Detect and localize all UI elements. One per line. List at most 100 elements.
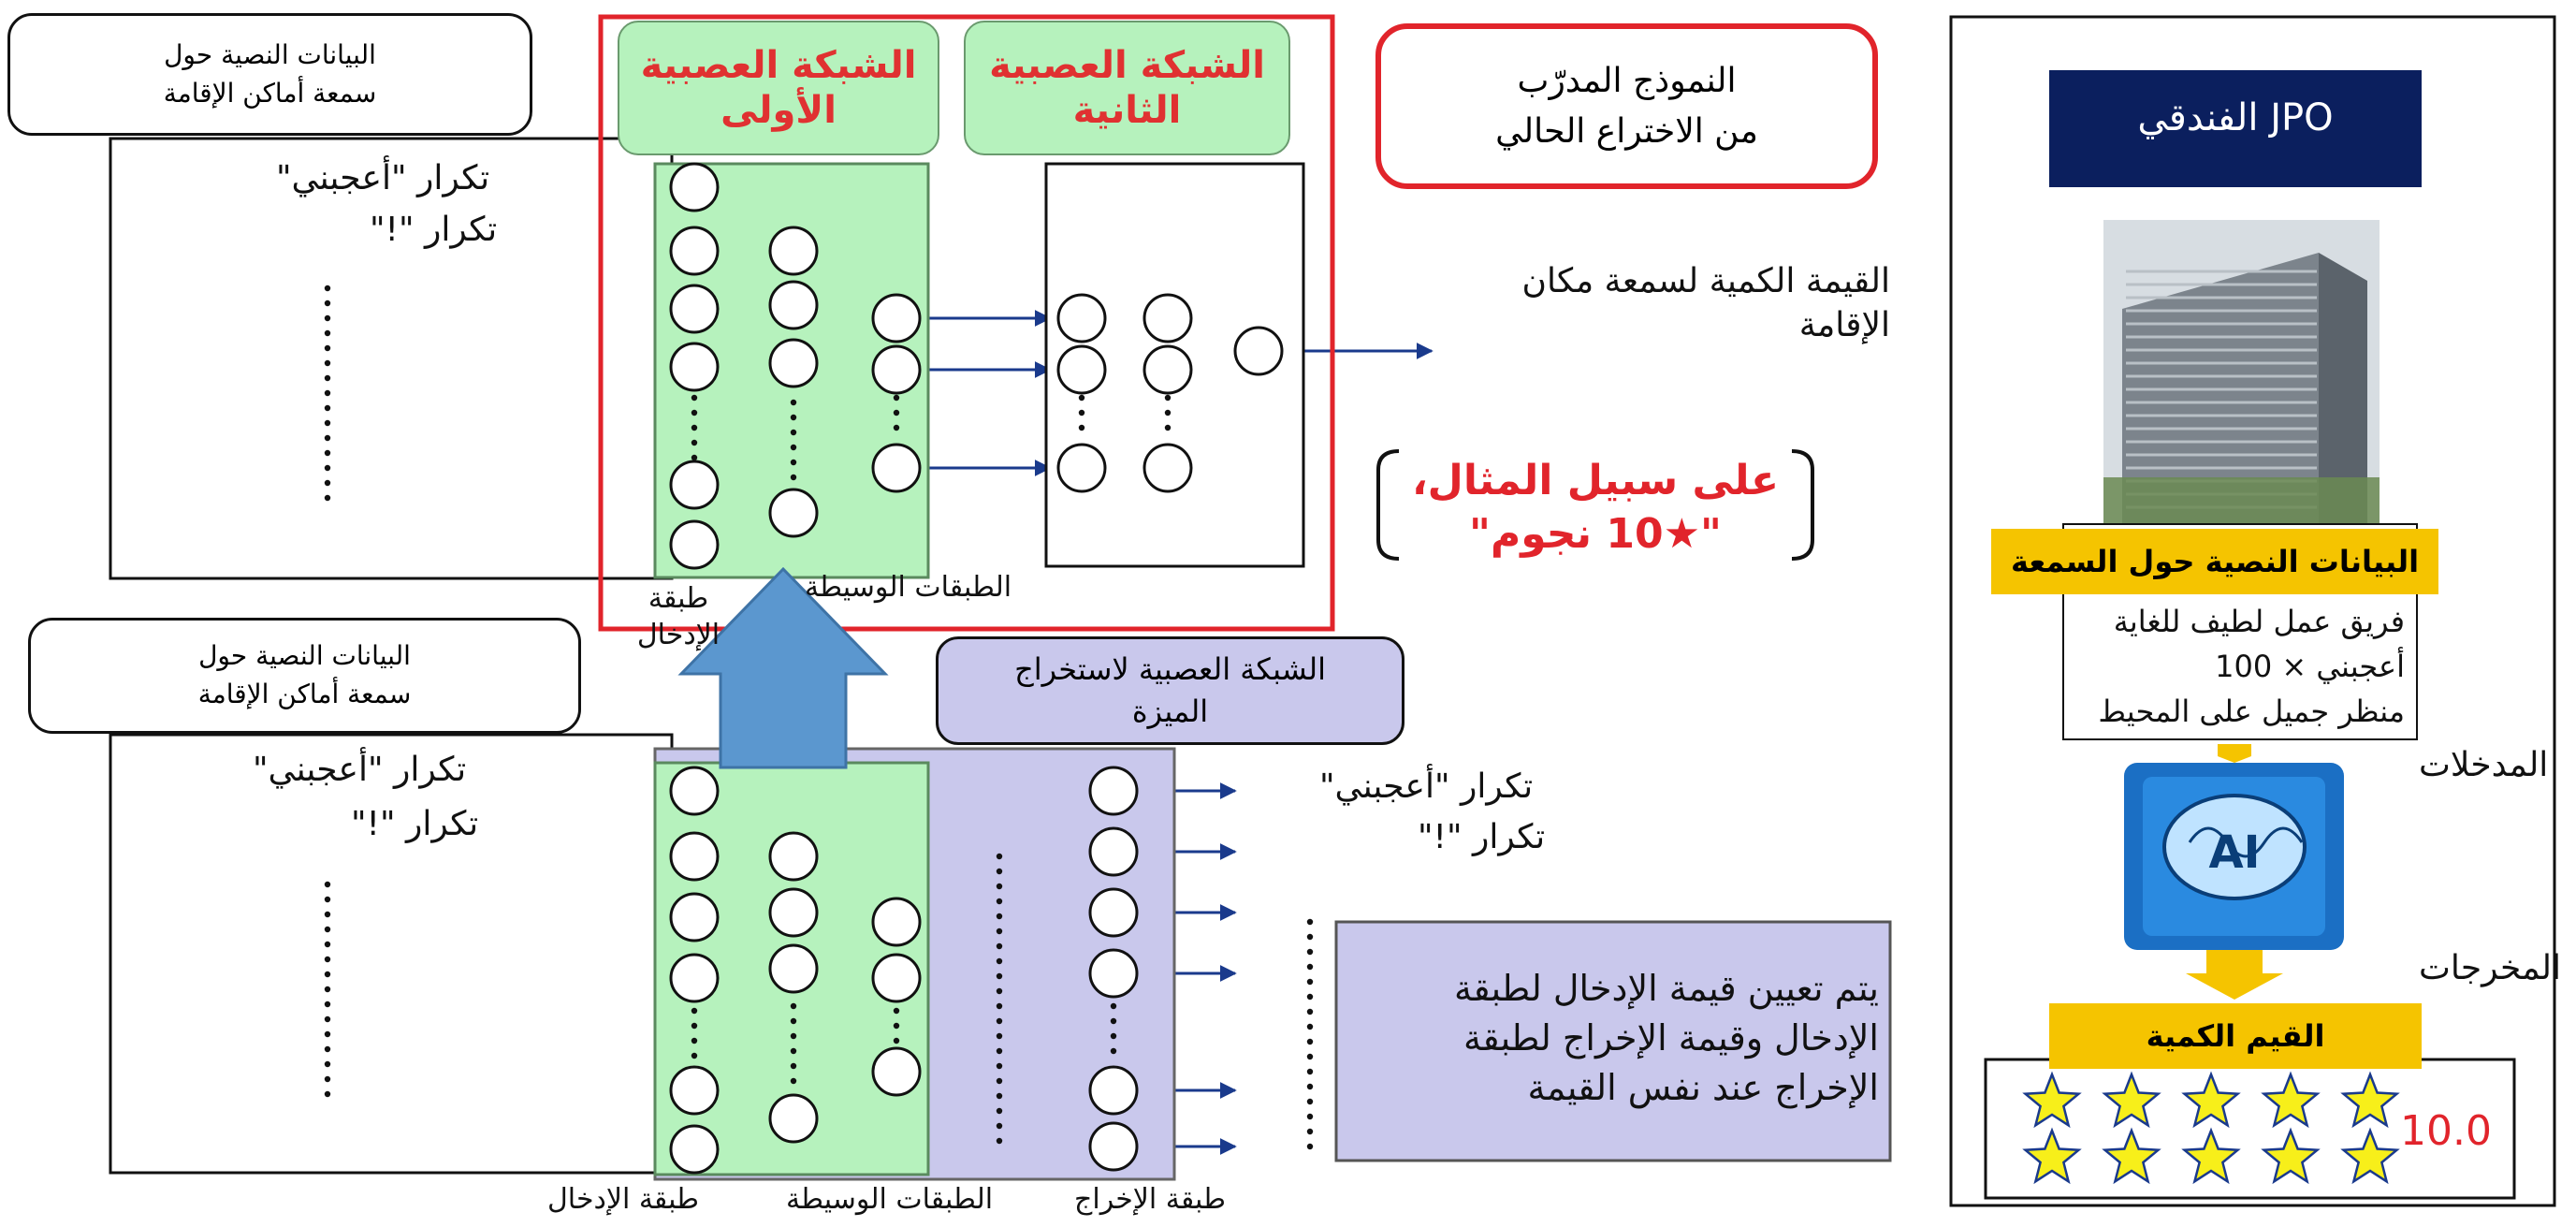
bottom-input-bubble-line2: سمعة أماكن الإقامة — [197, 679, 412, 709]
bottom-document-ellipsis — [324, 986, 331, 993]
top-document-ellipsis — [324, 464, 331, 472]
top-hidden-layers-label: الطبقات الوسيطة — [805, 571, 1012, 604]
output-dots — [1306, 1008, 1314, 1015]
neuron — [1056, 443, 1107, 493]
bottom-document-ellipsis — [324, 1060, 331, 1068]
bottom-input-document — [109, 733, 674, 1175]
bottom-output-item-1: تكرار "أعجبني" — [1319, 767, 1534, 806]
output-ellipsis — [1110, 1002, 1117, 1010]
upward-arrow — [677, 566, 889, 769]
reviews-text: فريق عمل لطيف للغاية أعجبني × 100 منظر ج… — [2073, 599, 2405, 734]
neuron — [768, 280, 819, 330]
neuron — [669, 953, 720, 1003]
first-network-label-line1: الشبكة العصبية — [640, 44, 917, 87]
top-input-item-1: تكرار "أعجبني" — [276, 159, 490, 197]
neuron — [669, 831, 720, 882]
bottom-document-ellipsis — [324, 896, 331, 903]
neuron — [768, 226, 819, 276]
ai-label: AI — [2208, 826, 2261, 879]
output-dots — [1306, 1068, 1314, 1075]
neuron — [1088, 948, 1139, 999]
top-input-bubble-line2: سمعة أماكن الإقامة — [163, 77, 377, 109]
input-ellipsis — [691, 409, 698, 416]
hidden-ellipsis — [790, 399, 797, 406]
hidden-ellipsis — [893, 409, 900, 416]
neuron — [1056, 293, 1107, 343]
hidden-ellipsis — [996, 1092, 1003, 1100]
hidden-ellipsis — [996, 1002, 1003, 1010]
top-document-ellipsis — [324, 314, 331, 322]
bottom-document-ellipsis — [324, 956, 331, 963]
top-document-ellipsis — [324, 359, 331, 367]
output-dots — [1306, 948, 1314, 956]
example-text: على سبيل المثال، "★10 نجوم" — [1404, 454, 1787, 561]
top-input-layer-label: طبقة الإدخال — [636, 580, 720, 653]
hidden-ellipsis — [893, 1037, 900, 1044]
star-icon — [2181, 1071, 2241, 1129]
output-dots — [1306, 978, 1314, 986]
hidden-ellipsis — [996, 1077, 1003, 1085]
top-output-line1: القيمة الكمية لسمعة مكان — [1521, 262, 1890, 300]
hidden-ellipsis — [996, 1062, 1003, 1070]
neuron — [871, 443, 922, 493]
example-line2: "★10 نجوم" — [1469, 510, 1722, 559]
trained-model-line1: النموذج المدرّب — [1517, 61, 1737, 100]
neuron — [1142, 443, 1193, 493]
top-document-ellipsis — [324, 344, 331, 352]
input-ellipsis — [691, 394, 698, 402]
neuron — [669, 342, 720, 392]
hidden-ellipsis — [996, 957, 1003, 965]
input-ellipsis — [691, 1037, 698, 1044]
output-dots — [1306, 918, 1314, 926]
second-network-label-line1: الشبكة العصبية — [989, 44, 1265, 87]
hidden-ellipsis — [1164, 394, 1172, 402]
neuron — [669, 892, 720, 942]
example-line1: على سبيل المثال، — [1411, 457, 1780, 504]
hidden-ellipsis — [996, 883, 1003, 890]
top-document-ellipsis — [324, 329, 331, 337]
neuron — [871, 953, 922, 1003]
bottom-document-ellipsis — [324, 971, 331, 978]
top-input-item-2: تكرار "!" — [370, 211, 498, 249]
bottom-document-ellipsis — [324, 926, 331, 933]
output-ellipsis — [1110, 1047, 1117, 1055]
output-dots — [1306, 1143, 1314, 1150]
bottom-input-item-2: تكرار "!" — [351, 805, 479, 843]
input-ellipsis — [691, 1052, 698, 1059]
output-dots — [1306, 933, 1314, 941]
neuron — [669, 766, 720, 816]
output-dots — [1306, 1038, 1314, 1045]
neuron — [768, 887, 819, 938]
neuron — [768, 831, 819, 882]
star-icon — [2261, 1071, 2321, 1129]
output-dots — [1306, 963, 1314, 971]
hidden-ellipsis — [996, 1137, 1003, 1145]
input-ellipsis — [691, 454, 698, 461]
star-icon — [2022, 1127, 2082, 1185]
bottom-hidden-layers-label: الطبقات الوسيطة — [786, 1183, 994, 1216]
down-arrow-2 — [2186, 950, 2283, 1000]
right-panel-header — [2049, 70, 2422, 187]
output-dots — [1306, 1083, 1314, 1090]
hidden-ellipsis — [790, 1017, 797, 1025]
neuron — [669, 460, 720, 510]
bottom-document-ellipsis — [324, 1015, 331, 1023]
hidden-ellipsis — [790, 444, 797, 451]
neuron — [1088, 1121, 1139, 1172]
hidden-ellipsis — [790, 1002, 797, 1010]
output-dots — [1306, 1113, 1314, 1120]
hidden-ellipsis — [790, 459, 797, 466]
trained-model-line2: من الاختراع الحالي — [1495, 111, 1758, 151]
second-network-label-line2: الثانية — [1072, 89, 1182, 132]
hidden-ellipsis — [1078, 394, 1085, 402]
left-bracket — [1376, 449, 1400, 561]
hidden-ellipsis — [790, 1047, 797, 1055]
bottom-input-bubble-line1: البيانات النصية حول — [198, 640, 411, 672]
top-output-text: القيمة الكمية لسمعة مكان الإقامة — [1497, 260, 1890, 348]
output-dots — [1306, 1128, 1314, 1135]
neuron — [768, 338, 819, 388]
bottom-document-ellipsis — [324, 1090, 331, 1098]
rating-stars — [2022, 1071, 2400, 1185]
star-icon — [2340, 1127, 2400, 1185]
